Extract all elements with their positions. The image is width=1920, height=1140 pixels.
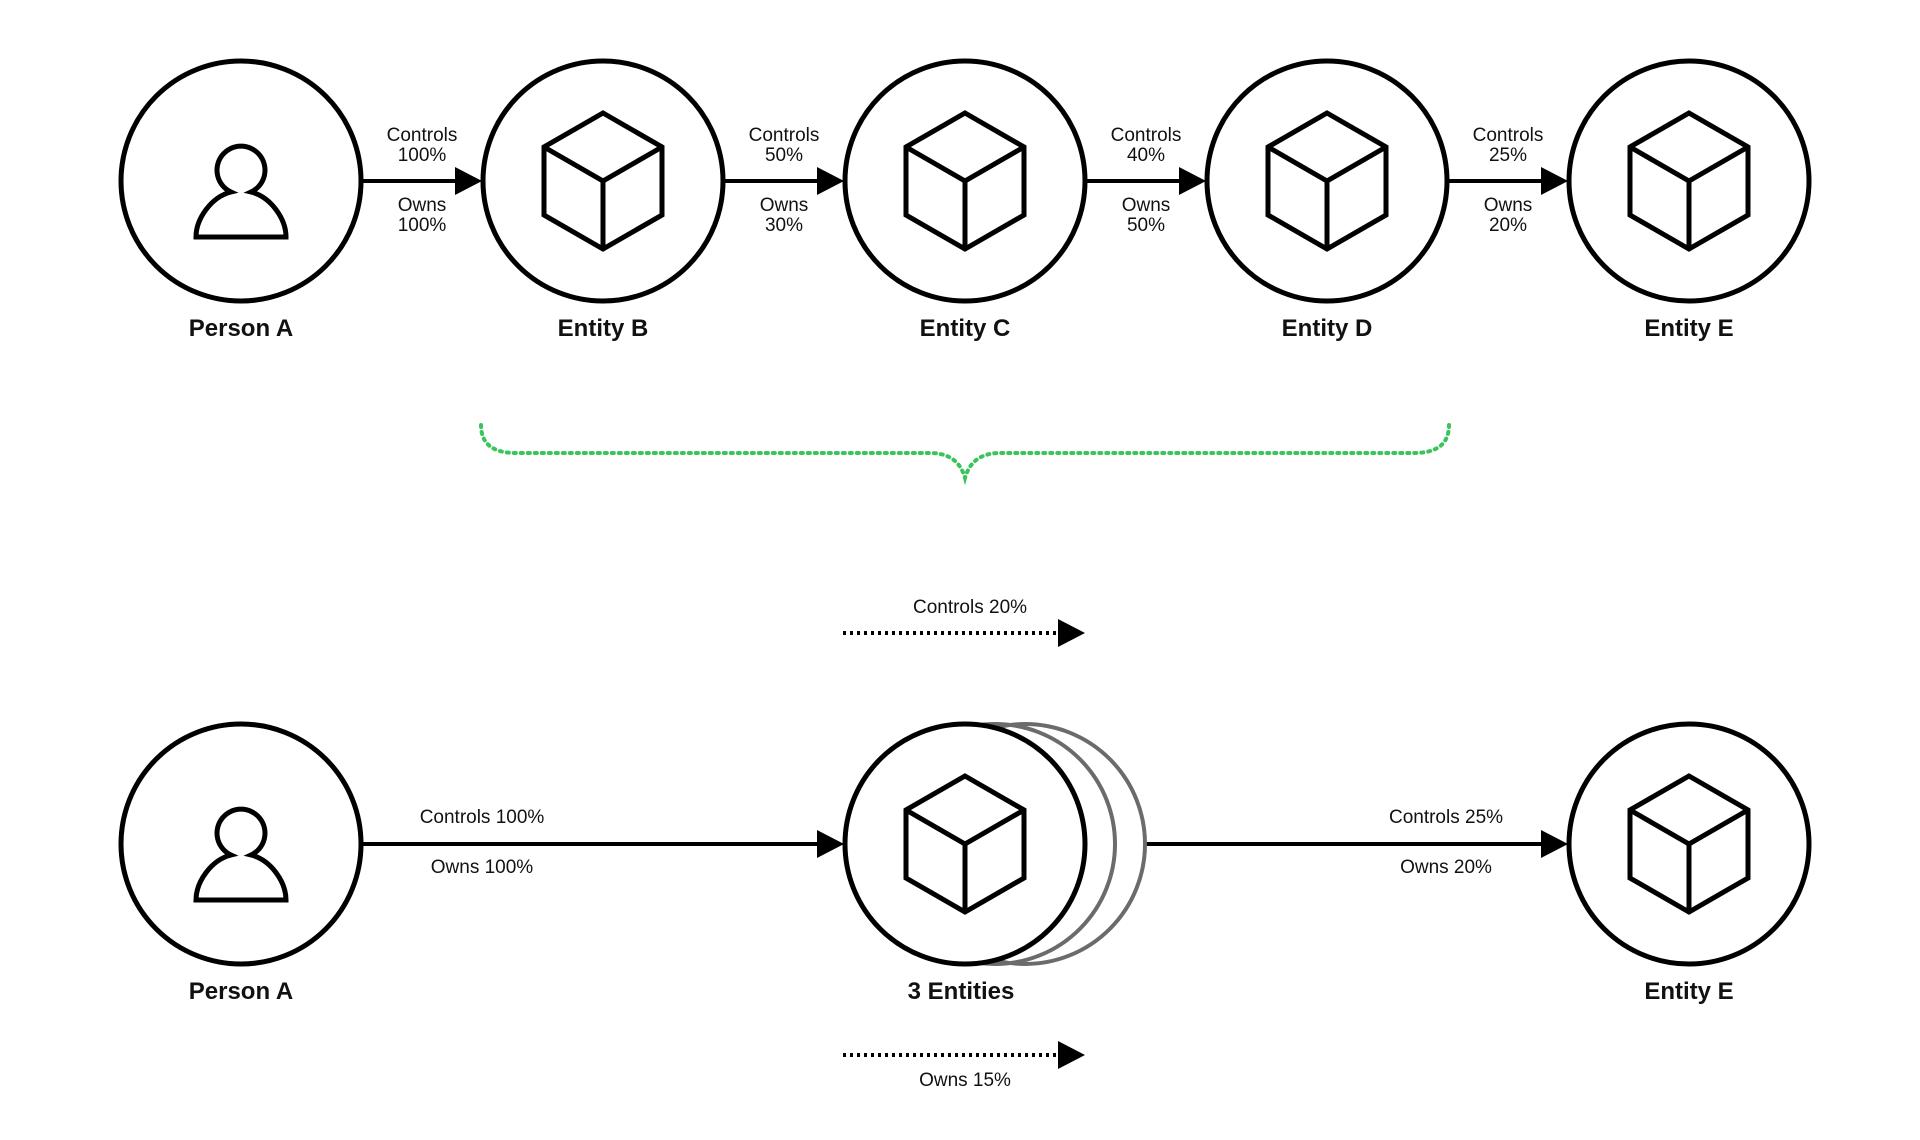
arrow-head: [455, 167, 482, 195]
node-circle: [118, 58, 364, 304]
effective-controls-arrow: Controls 20%: [843, 597, 1085, 647]
edge-controls-value: 100%: [398, 145, 447, 166]
node-entity-b: Entity B: [480, 58, 726, 342]
node-label: Entity E: [1644, 315, 1733, 342]
node-label: Person A: [189, 978, 293, 1005]
node-label: 3 Entities: [908, 978, 1015, 1005]
top-edge-1: Controls 100% Owns 100%: [363, 125, 482, 236]
arrow-head: [1541, 830, 1568, 858]
arrow-head: [817, 830, 844, 858]
bottom-edge-1: Controls 100% Owns 100%: [363, 807, 844, 878]
top-edge-4: Controls 25% Owns 20%: [1449, 125, 1568, 236]
node-person-a-bottom: Person A: [118, 721, 364, 1005]
edge-owns-label: Owns 20%: [1400, 857, 1492, 878]
edge-controls-label: Controls 25%: [1389, 807, 1503, 828]
edge-owns-label: Owns: [398, 195, 447, 216]
edge-owns-value: 20%: [1489, 215, 1527, 236]
bottom-edge-2: Controls 25% Owns 20%: [1145, 807, 1568, 878]
node-circle: [118, 721, 364, 967]
edge-owns-label: Owns: [760, 195, 809, 216]
arrow-head: [1058, 1041, 1085, 1069]
node-label: Entity C: [920, 315, 1011, 342]
node-label: Person A: [189, 315, 293, 342]
top-chain: Controls 100% Owns 100% Controls 50% Own…: [118, 58, 1812, 342]
edge-controls-label: Controls 100%: [420, 807, 545, 828]
edge-owns-label: Owns: [1122, 195, 1171, 216]
grouping-brace: [479, 423, 1451, 486]
top-edge-3: Controls 40% Owns 50%: [1087, 125, 1206, 236]
effective-owns-label: Owns 15%: [919, 1070, 1011, 1091]
edge-controls-value: 50%: [765, 145, 803, 166]
node-entity-c: Entity C: [842, 58, 1088, 342]
edge-controls-label: Controls: [1473, 125, 1544, 146]
node-3-entities: 3 Entities: [842, 721, 1147, 1005]
effective-controls-label: Controls 20%: [913, 597, 1027, 618]
edge-owns-label: Owns: [1484, 195, 1533, 216]
edge-controls-value: 40%: [1127, 145, 1165, 166]
bottom-chain: Controls 20% Controls 100% Owns 100% Con…: [118, 597, 1812, 1091]
node-label: Entity D: [1282, 315, 1373, 342]
edge-controls-value: 25%: [1489, 145, 1527, 166]
node-person-a: Person A: [118, 58, 364, 342]
arrow-head: [817, 167, 844, 195]
effective-owns-arrow: Owns 15%: [843, 1041, 1085, 1091]
edge-controls-label: Controls: [387, 125, 458, 146]
node-entity-e: Entity E: [1566, 58, 1812, 342]
arrow-head: [1058, 619, 1085, 647]
edge-controls-label: Controls: [1111, 125, 1182, 146]
edge-controls-label: Controls: [749, 125, 820, 146]
node-entity-e-bottom: Entity E: [1566, 721, 1812, 1005]
node-label: Entity B: [558, 315, 649, 342]
edge-owns-label: Owns 100%: [431, 857, 534, 878]
node-entity-d: Entity D: [1204, 58, 1450, 342]
arrow-head: [1179, 167, 1206, 195]
edge-owns-value: 30%: [765, 215, 803, 236]
node-label: Entity E: [1644, 978, 1733, 1005]
arrow-head: [1541, 167, 1568, 195]
edge-owns-value: 50%: [1127, 215, 1165, 236]
top-edge-2: Controls 50% Owns 30%: [725, 125, 844, 236]
edge-owns-value: 100%: [398, 215, 447, 236]
